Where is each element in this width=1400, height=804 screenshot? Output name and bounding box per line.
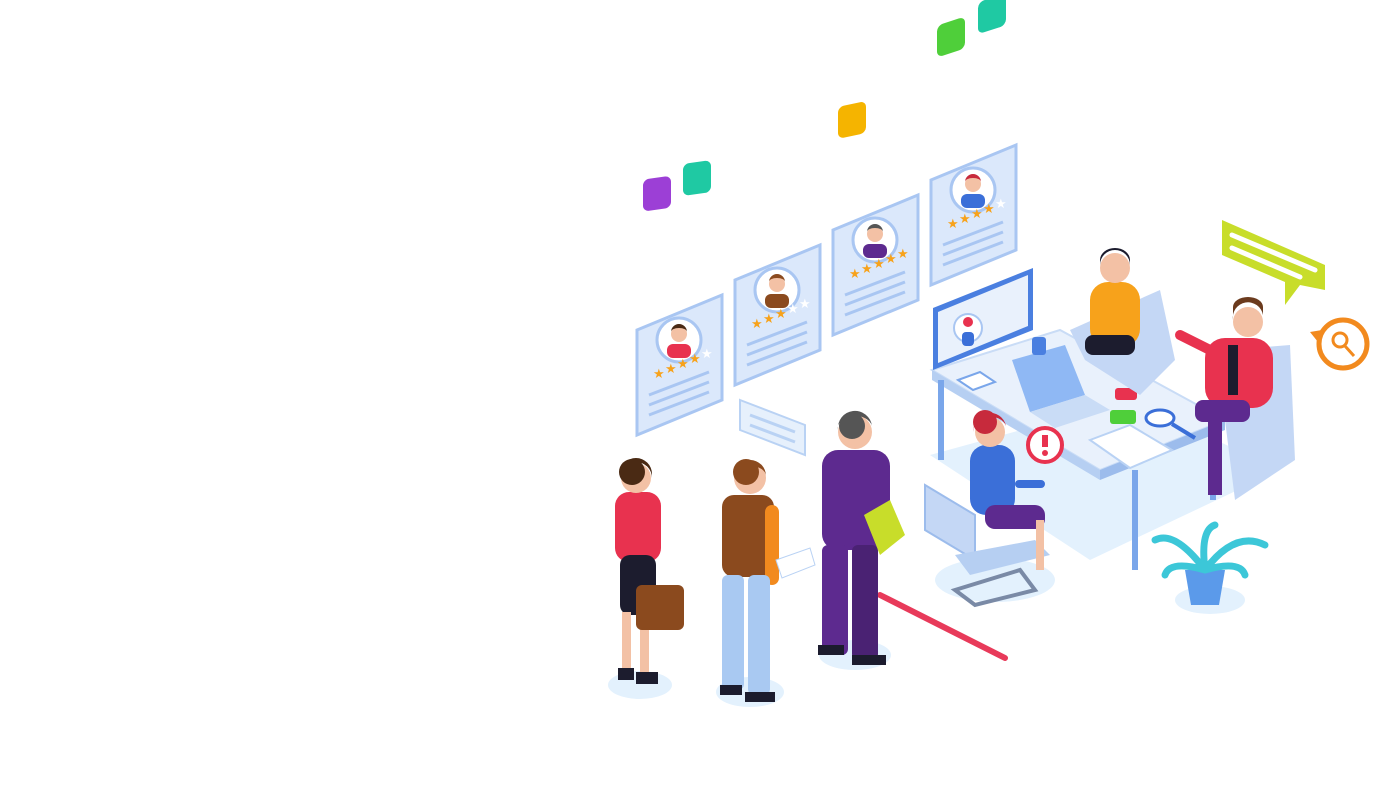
- star-icon: ★: [689, 352, 701, 367]
- text-line: [942, 220, 1004, 247]
- star-icon: ★: [873, 257, 885, 272]
- graduation-cap-badge-icon: [978, 0, 1006, 33]
- star-icon: ★: [995, 197, 1007, 212]
- star-icon: ★: [959, 212, 971, 227]
- candidate-man-vest: [720, 459, 816, 702]
- folder-icon: [864, 500, 905, 555]
- skill-badges: [643, 0, 1006, 211]
- cross-badge-icon: [1115, 388, 1137, 400]
- envelope-icon: [955, 370, 998, 392]
- star-icon: ★: [787, 302, 799, 317]
- document-icon: [1087, 423, 1175, 470]
- star-icon: ★: [677, 357, 689, 372]
- text-line: [746, 340, 808, 367]
- star-icon: ★: [799, 297, 811, 312]
- candidate-card: ★★★★★: [635, 292, 724, 438]
- star-icon: ★: [897, 247, 909, 262]
- mug-icon: [1032, 337, 1046, 355]
- text-line: [844, 270, 906, 297]
- alert-bubble-icon: [1026, 426, 1064, 464]
- chat-bubble-icon: [1222, 220, 1325, 305]
- text-line: [746, 320, 808, 347]
- star-icon: ★: [861, 262, 873, 277]
- speech-bubble-icon: [739, 398, 806, 457]
- plant-icon: [1151, 521, 1269, 605]
- star-icon: ★: [885, 252, 897, 267]
- candidate-card: ★★★★★: [929, 142, 1018, 288]
- text-line: [648, 390, 710, 417]
- text-line: [942, 240, 1004, 267]
- text-line: [746, 330, 808, 357]
- star-icon: ★: [947, 217, 959, 232]
- briefcase-badge-icon: [643, 176, 671, 211]
- star-icon: ★: [775, 307, 787, 322]
- star-icon: ★: [971, 207, 983, 222]
- candidate-card: ★★★★★: [831, 192, 920, 338]
- interviewer-man: [1175, 297, 1295, 500]
- text-line: [844, 290, 906, 317]
- gears-badge-icon: [937, 18, 965, 56]
- star-icon: ★: [701, 347, 713, 362]
- candidate-seated-woman: [924, 410, 1050, 575]
- candidate-woman-briefcase: [615, 458, 684, 684]
- queue-line: [877, 592, 1008, 661]
- avatar: [655, 316, 703, 364]
- magnifier-icon: [1144, 408, 1197, 440]
- monitor-icon: [933, 268, 1033, 370]
- candidate-card: ★★★★★: [733, 242, 822, 388]
- candidate-cards: ★★★★★★★★★★★★★★★★★★★★: [635, 142, 1018, 438]
- star-icon: ★: [983, 202, 995, 217]
- text-line: [648, 380, 710, 407]
- text-line: [844, 280, 906, 307]
- text-line: [942, 230, 1004, 257]
- interviewer-woman: [1070, 248, 1175, 395]
- star-icon: ★: [763, 312, 775, 327]
- avatar: [851, 216, 899, 264]
- briefcase-icon: [636, 585, 684, 630]
- search-bubble-icon: [1310, 317, 1370, 371]
- star-icon: ★: [849, 267, 861, 282]
- lightbulb-badge-icon: [838, 102, 866, 138]
- graduation-cap-badge-icon: [683, 160, 711, 196]
- chair: [950, 567, 1039, 608]
- resume-paper-icon: [775, 547, 816, 579]
- laptop-icon: [1012, 345, 1110, 428]
- star-icon: ★: [653, 367, 665, 382]
- text-line: [648, 370, 710, 397]
- avatar: [753, 266, 801, 314]
- star-icon: ★: [665, 362, 677, 377]
- star-icon: ★: [751, 317, 763, 332]
- check-badge-icon: [1110, 410, 1136, 424]
- candidate-man-purple-suit: [818, 410, 905, 665]
- avatar: [949, 166, 997, 214]
